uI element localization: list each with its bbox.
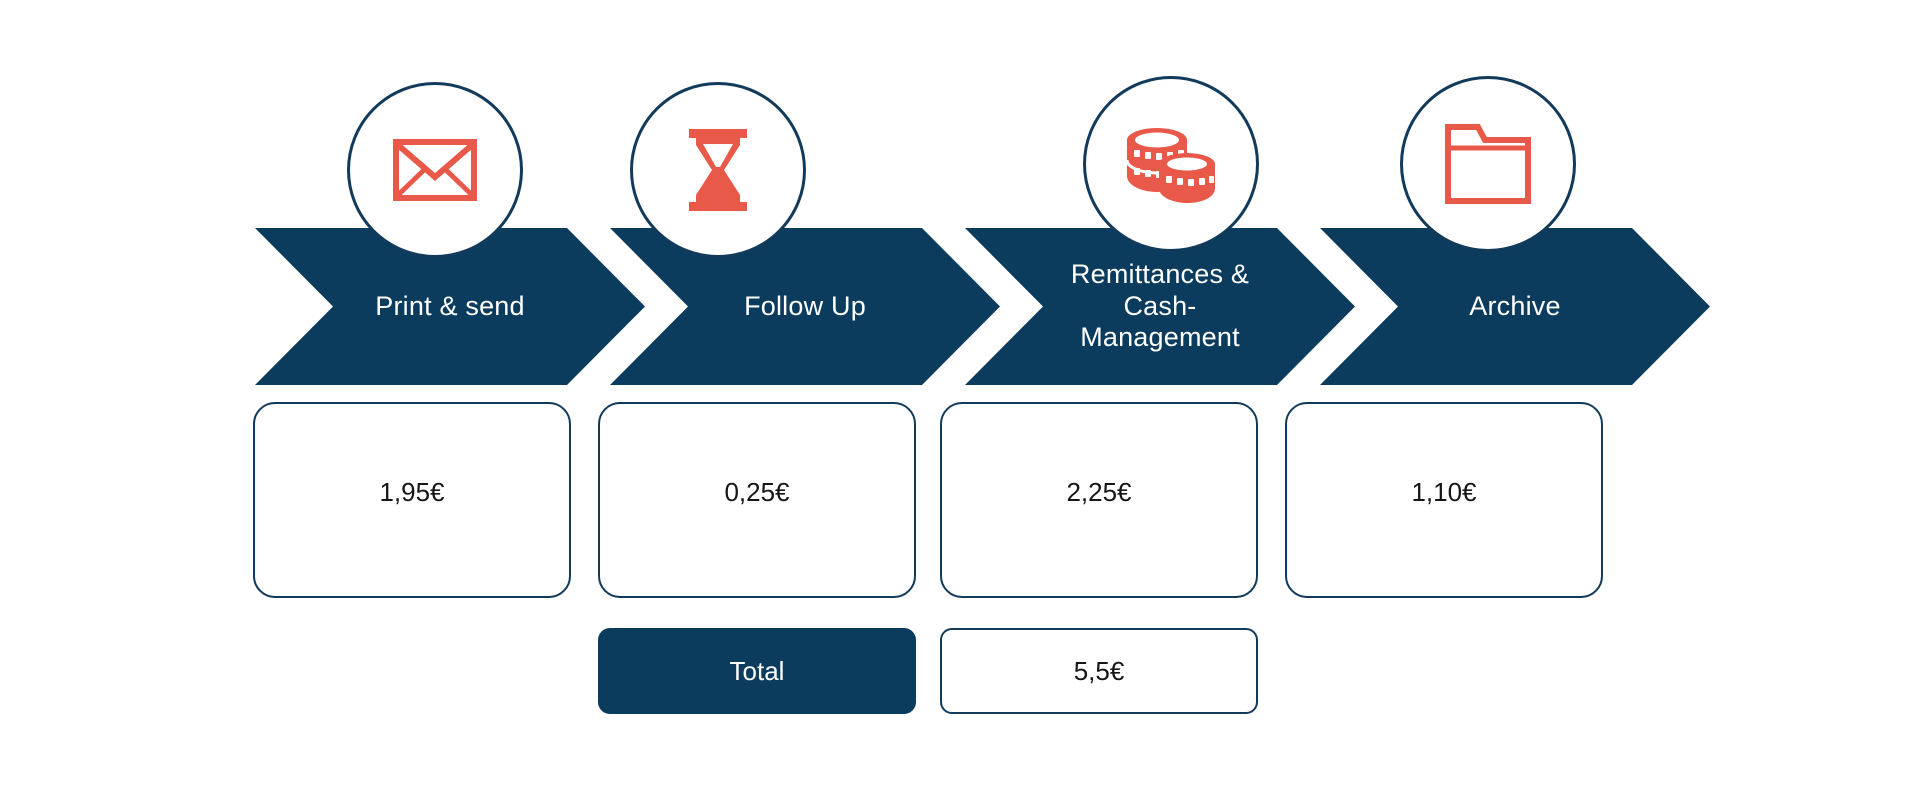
total-value-text: 5,5€ xyxy=(1073,655,1125,686)
value-text-print-send: 1,95€ xyxy=(379,476,445,507)
chevron-step-remittances-cash-management[interactable]: Remittances & Cash- Management xyxy=(965,228,1355,385)
value-text-archive: 1,10€ xyxy=(1411,476,1477,507)
value-box-archive[interactable]: 1,10€ xyxy=(1285,402,1603,598)
chevron-label-archive: Archive xyxy=(1469,290,1561,321)
value-text-follow-up: 0,25€ xyxy=(724,476,790,507)
total-label-box[interactable]: Total xyxy=(598,628,916,714)
chevron-step-archive[interactable]: Archive xyxy=(1320,228,1710,385)
value-text-remittances-cash-management: 2,25€ xyxy=(1066,476,1132,507)
coins-icon xyxy=(1123,124,1219,204)
icon-circle-archive[interactable] xyxy=(1400,76,1576,252)
chevron-label-follow-up: Follow Up xyxy=(744,290,866,321)
chevron-label-remittances-cash-management: Remittances & Cash- Management xyxy=(1070,258,1250,353)
chevron-step-follow-up[interactable]: Follow Up xyxy=(610,228,1000,385)
value-box-print-send[interactable]: 1,95€ xyxy=(253,402,571,598)
total-value-box[interactable]: 5,5€ xyxy=(940,628,1258,714)
icon-circle-print-send[interactable] xyxy=(347,82,523,258)
icon-circle-follow-up[interactable] xyxy=(630,82,806,258)
hourglass-icon xyxy=(687,129,749,211)
chevron-label-print-send: Print & send xyxy=(375,290,525,321)
value-box-remittances-cash-management[interactable]: 2,25€ xyxy=(940,402,1258,598)
icon-circle-remittances-cash-management[interactable] xyxy=(1083,76,1259,252)
envelope-icon xyxy=(393,139,477,201)
total-label-text: Total xyxy=(729,655,785,686)
value-box-follow-up[interactable]: 0,25€ xyxy=(598,402,916,598)
folder-icon xyxy=(1444,123,1532,205)
